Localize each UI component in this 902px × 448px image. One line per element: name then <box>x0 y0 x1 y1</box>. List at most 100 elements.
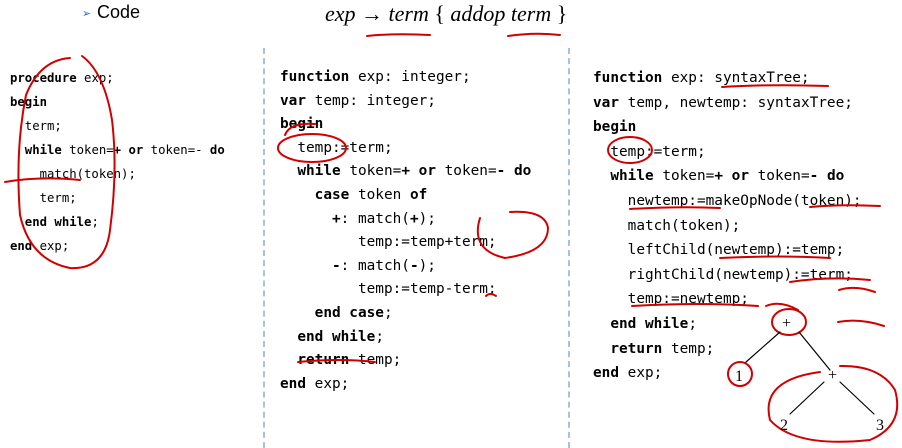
code-token: rightChild(newtemp):=term; <box>593 266 853 283</box>
code-token: - <box>409 257 419 274</box>
col3-line: newtemp:=makeOpNode(token); <box>593 189 862 214</box>
code-token: end <box>10 239 33 253</box>
code-token: while <box>280 163 341 180</box>
code-token: do <box>202 143 225 157</box>
code-token: + <box>714 168 723 185</box>
col3-line: temp:=term; <box>593 140 862 165</box>
code-token: while <box>593 168 654 185</box>
code-token: newtemp:=makeOpNode(token); <box>593 192 862 209</box>
col1-line: while token=+ or token=- do <box>10 138 225 162</box>
code-token: token <box>349 186 410 203</box>
code-function-integer: function exp: integer;var temp: integer;… <box>280 66 531 396</box>
code-token <box>818 168 827 184</box>
code-token: + <box>401 163 410 180</box>
code-token <box>280 258 332 274</box>
code-token: begin <box>593 119 637 136</box>
code-token: exp: syntaxTree; <box>662 70 810 86</box>
code-token: case <box>280 186 350 203</box>
bullet-icon: ➢ <box>82 8 92 20</box>
code-token: temp:=term; <box>280 139 393 156</box>
code-token: term; <box>10 119 62 133</box>
code-token: - <box>809 168 819 185</box>
divider-left <box>263 48 265 448</box>
code-token: temp; <box>662 340 715 357</box>
code-token: token= <box>653 168 715 185</box>
grammar-addop: addop <box>450 1 506 26</box>
col2-line: begin <box>280 113 531 137</box>
code-token <box>410 163 419 179</box>
col1-line: end exp; <box>10 234 225 258</box>
code-token: end while <box>10 215 92 229</box>
code-token: end case <box>280 304 384 321</box>
code-token: + <box>331 210 341 227</box>
code-token: - <box>331 257 341 274</box>
col3-line: end while; <box>593 312 862 337</box>
code-token: var <box>593 94 619 111</box>
col2-line: temp:=temp+term; <box>280 231 531 255</box>
code-token: ; <box>688 315 697 332</box>
code-function-syntaxtree: function exp: syntaxTree;var temp, newte… <box>593 66 862 386</box>
code-token: temp:=newtemp; <box>593 291 749 308</box>
col3-line: rightChild(newtemp):=term; <box>593 263 862 288</box>
code-token: temp:=temp-term; <box>280 281 497 298</box>
code-token: procedure <box>10 71 77 85</box>
code-token: temp: integer; <box>306 92 436 109</box>
code-token: or <box>731 168 749 185</box>
code-token: token= <box>61 143 114 157</box>
col3-line: end exp; <box>593 361 862 386</box>
code-token: begin <box>280 116 324 133</box>
col2-line: end exp; <box>280 373 531 397</box>
grammar-term-1: term <box>388 1 429 26</box>
code-label: Code <box>97 2 141 22</box>
col1-line: term; <box>10 114 225 138</box>
code-token: ); <box>418 210 436 227</box>
code-token: token=- <box>143 143 203 157</box>
code-token: : match( <box>340 257 410 274</box>
code-token: of <box>409 186 428 203</box>
grammar-close-brace: } <box>556 1 568 26</box>
col2-line: +: match(+); <box>280 208 531 232</box>
col2-line: end while; <box>280 326 531 350</box>
tree-leaf-3: 3 <box>876 417 884 434</box>
grammar-arrow: → <box>361 1 384 26</box>
code-token: exp; <box>76 71 114 85</box>
code-token: token= <box>340 163 402 180</box>
col1-line: end while; <box>10 210 225 234</box>
col3-line: leftChild(newtemp):=temp; <box>593 238 862 263</box>
code-token: leftChild(newtemp):=temp; <box>593 242 845 259</box>
code-token: do <box>513 163 532 180</box>
code-token: token= <box>435 163 497 180</box>
code-token <box>723 168 732 184</box>
col2-line: return temp; <box>280 349 531 373</box>
code-token: match(token); <box>593 217 741 234</box>
col3-line: begin <box>593 115 862 140</box>
code-token: exp; <box>619 365 663 382</box>
grammar-open-brace: { <box>434 1 445 26</box>
code-token: exp; <box>32 239 70 253</box>
code-token: ); <box>418 257 436 274</box>
code-token: or <box>128 143 144 157</box>
col3-line: return temp; <box>593 337 862 362</box>
code-token: do <box>826 168 845 185</box>
code-token: end while <box>280 328 376 345</box>
code-token: temp:=temp+term; <box>280 234 497 251</box>
col3-line: function exp: syntaxTree; <box>593 66 862 91</box>
col1-line: procedure exp; <box>10 66 225 90</box>
col3-line: match(token); <box>593 214 862 239</box>
col1-line: begin <box>10 90 225 114</box>
col1-line: match(token); <box>10 162 225 186</box>
code-token <box>505 163 514 179</box>
grammar-lhs: exp <box>325 1 356 26</box>
code-token: exp: integer; <box>349 69 471 85</box>
code-token: - <box>496 163 506 180</box>
code-token: : match( <box>340 210 410 227</box>
code-token <box>280 211 332 227</box>
col1-line: term; <box>10 186 225 210</box>
code-token: return <box>280 352 350 369</box>
col2-line: function exp: integer; <box>280 66 531 90</box>
code-token: end <box>280 375 306 392</box>
code-token: while <box>10 143 62 157</box>
code-token: match(token); <box>10 167 136 181</box>
code-token: end while <box>593 315 689 332</box>
code-token: temp:=term; <box>593 143 706 160</box>
